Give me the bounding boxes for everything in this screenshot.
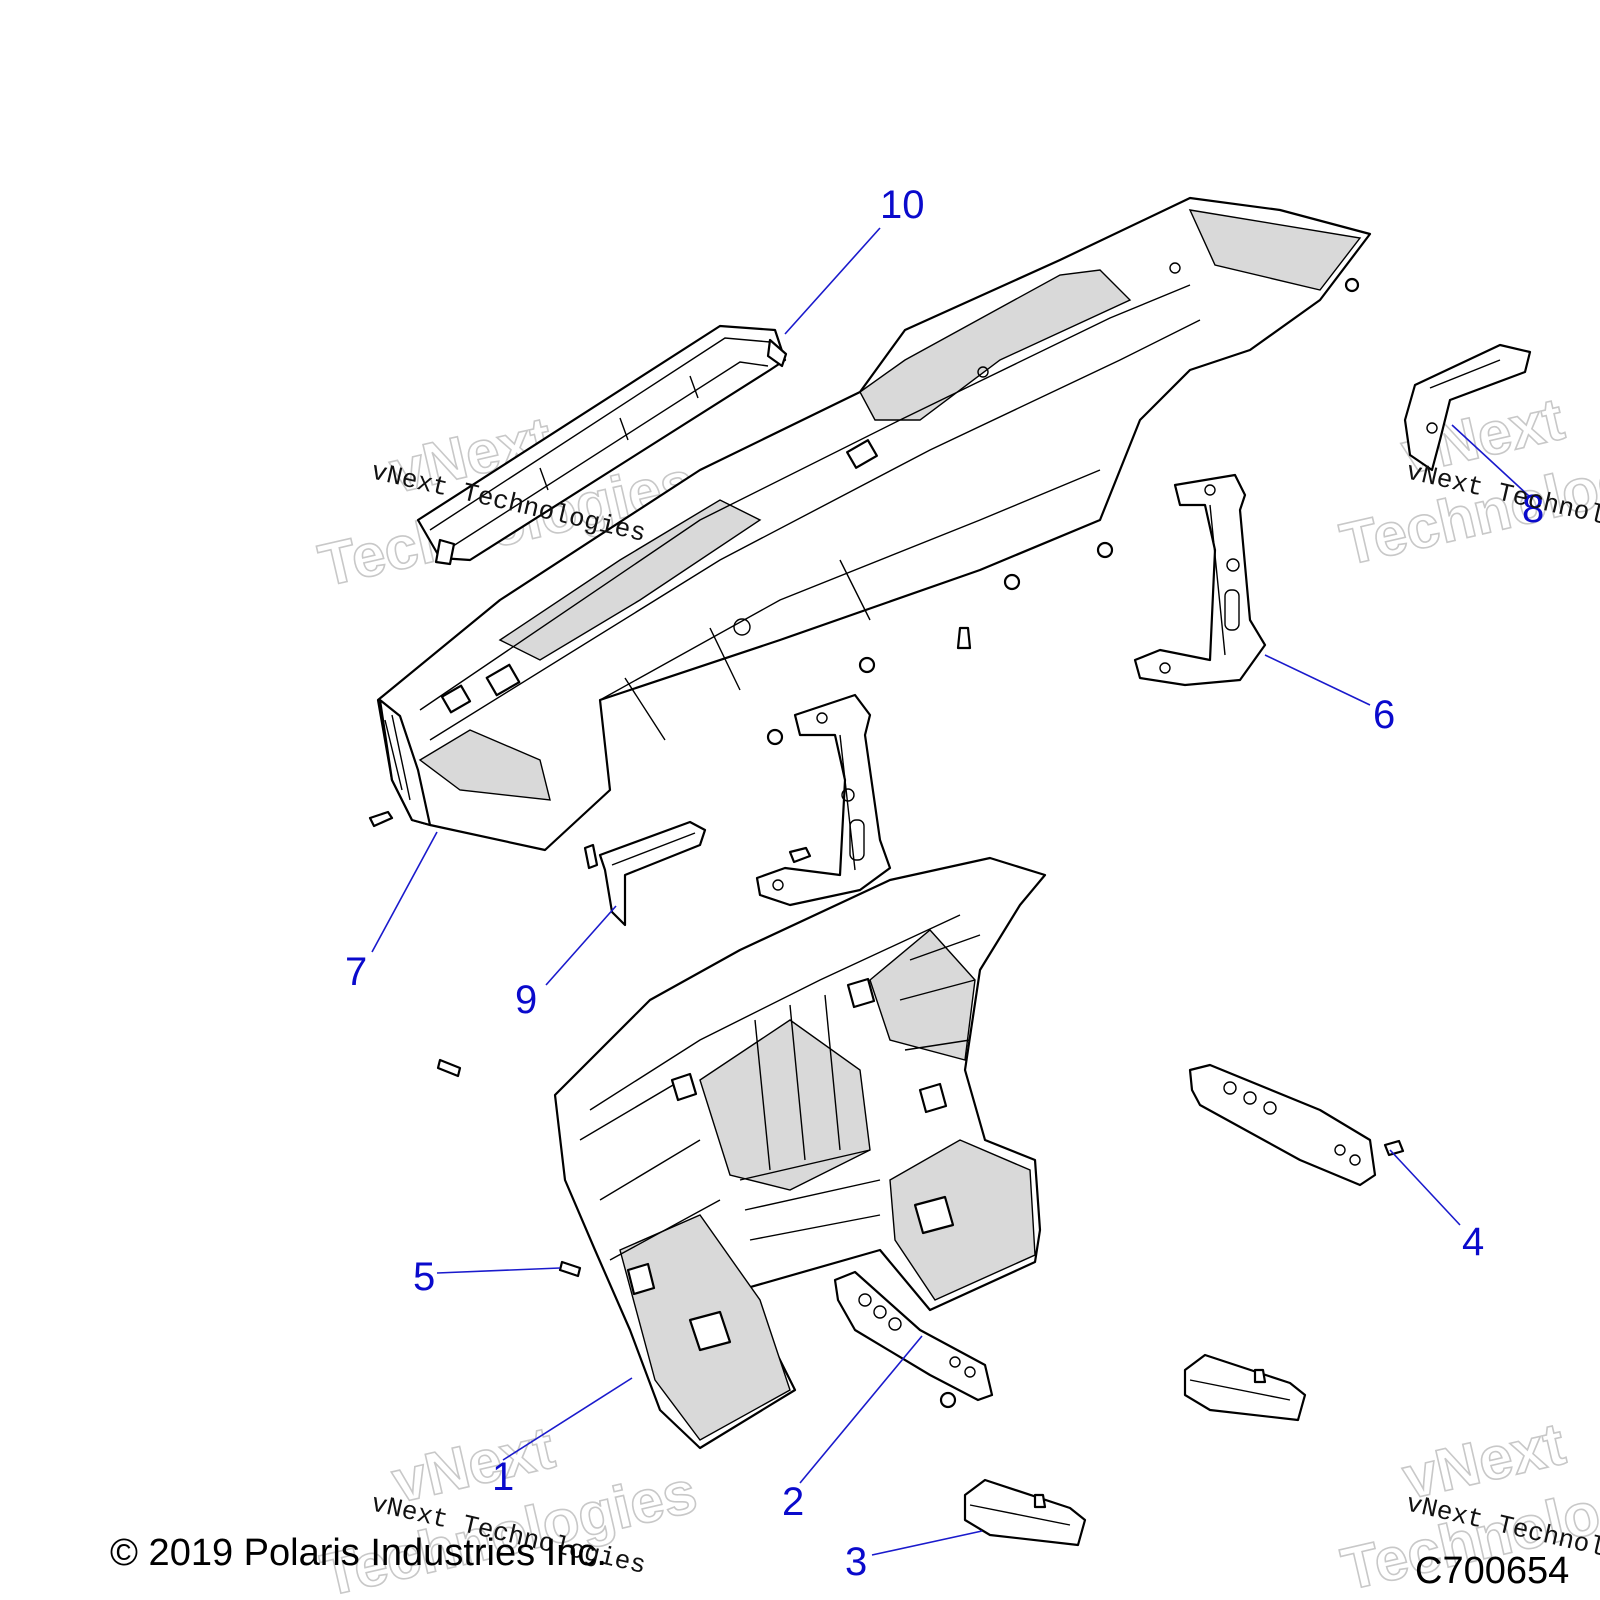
figure-code: C700654 [1415,1550,1569,1592]
middle-bracket [755,693,892,907]
copyright-text: © 2019 Polaris Industries Inc. [110,1532,607,1574]
callout-3: 3 [845,1540,867,1584]
part-6-bracket [1133,473,1267,687]
part-7-upper-panel [376,196,1372,852]
part-5-bolt [558,1260,582,1278]
part-3-handles [963,1353,1307,1547]
callout-7: 7 [345,950,367,994]
part-1-lower-panel [553,856,1047,1450]
fasteners-upper [368,277,1360,1078]
part-2-strap [833,1270,994,1409]
callout-1: 1 [492,1455,514,1499]
leader-lines [371,227,1531,1556]
callout-4: 4 [1462,1220,1484,1264]
callout-6: 6 [1373,693,1395,737]
part-10-trim-rail [416,324,788,566]
callouts: 1 2 3 4 5 6 7 8 9 10 [345,183,1544,1584]
callout-10: 10 [880,183,925,227]
callout-2: 2 [782,1480,804,1524]
part-4-strap [1188,1063,1405,1187]
callout-5: 5 [413,1255,435,1299]
part-9-bracket [583,820,707,927]
part-8-bracket [1403,343,1532,472]
callout-9: 9 [515,978,537,1022]
callout-8: 8 [1522,487,1544,531]
